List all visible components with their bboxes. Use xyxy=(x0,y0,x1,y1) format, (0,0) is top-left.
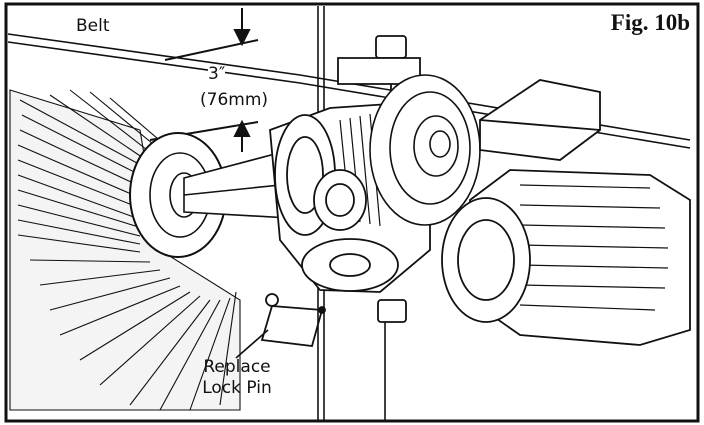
pin-label-line2: Lock Pin xyxy=(202,378,272,398)
dimension-arrows xyxy=(149,8,259,152)
brush xyxy=(9,89,241,411)
dimension-mm-label: (76mm) xyxy=(200,90,269,110)
figure-title: Fig. 10b xyxy=(608,10,692,36)
bearing-face xyxy=(369,74,481,226)
replace-lock-pin-label: Replace Lock Pin xyxy=(196,357,278,399)
lock-pin-drawing xyxy=(260,293,326,347)
belt xyxy=(7,33,691,149)
belt-label: Belt xyxy=(76,16,110,36)
dimension-inches-label: 3″ xyxy=(208,64,226,84)
figure-border xyxy=(4,2,700,423)
motor xyxy=(441,79,691,346)
pin-label-line1: Replace xyxy=(203,357,271,377)
pin-leader-line xyxy=(235,329,269,359)
